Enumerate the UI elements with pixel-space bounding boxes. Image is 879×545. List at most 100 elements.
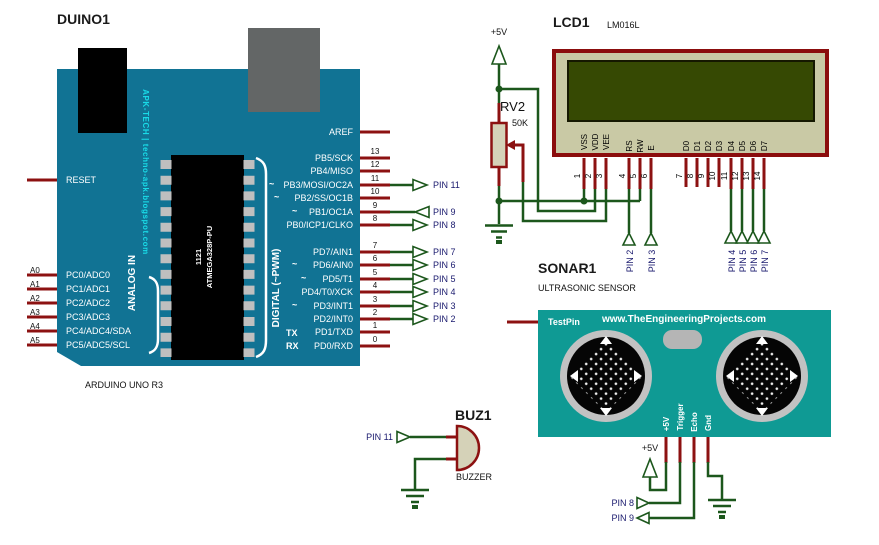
lcd-pin-rw: RW — [635, 139, 645, 153]
pin-label-pb4: PB4/MISO — [310, 166, 353, 176]
lcd-num-13: 13 — [741, 171, 751, 181]
sonar-terminal-pin8[interactable]: PIN 8 — [611, 498, 634, 508]
pin-label-pb1: PB1/OC1A — [308, 207, 353, 217]
lcd-part-label: LM016L — [607, 20, 640, 30]
lcd-pin-vee: VEE — [601, 134, 611, 151]
lcd-pin-d7: D7 — [759, 140, 769, 152]
terminal-pin2[interactable]: PIN 2 — [433, 314, 456, 324]
pin-ext-a0: A0 — [30, 266, 40, 275]
arduino-terminal-arrows[interactable] — [390, 178, 430, 326]
pin-label-pc1: PC1/ADC1 — [66, 284, 111, 294]
pin-num-3: 3 — [372, 295, 378, 304]
lcd-num-5: 5 — [628, 173, 638, 179]
pin-label-pd4: PD4/T0/XCK — [301, 287, 353, 297]
pin-label-pd1: PD1/TXD — [314, 327, 353, 337]
lcd-pin-d5: D5 — [737, 140, 747, 152]
buzzer-symbol[interactable] — [396, 424, 481, 509]
rx-label: RX — [286, 341, 299, 351]
analog-group-label: ANALOG IN — [126, 254, 138, 312]
terminal-pin9[interactable]: PIN 9 — [433, 207, 456, 217]
lcd-pin-d6: D6 — [748, 140, 758, 152]
terminal-pin5[interactable]: PIN 5 — [433, 274, 456, 284]
terminal-pin3[interactable]: PIN 3 — [433, 301, 456, 311]
lcd-terminal-pin4[interactable]: PIN 4 — [727, 249, 737, 273]
pin-label-pd2: PD2/INT0 — [313, 314, 353, 324]
buzzer-terminal-pin11[interactable]: PIN 11 — [366, 432, 393, 442]
pin-label-pd3: PD3/INT1 — [313, 301, 353, 311]
pin-num-0: 0 — [372, 335, 378, 344]
lcd-terminal-pin5[interactable]: PIN 5 — [738, 249, 748, 273]
arduino-left-pin-stubs[interactable] — [27, 178, 57, 347]
pin-num-4: 4 — [372, 281, 378, 290]
pin-num-9: 9 — [372, 201, 378, 210]
sonar-terminal-pin9[interactable]: PIN 9 — [611, 513, 634, 523]
pin-label-pb3: PB3/MOSI/OC2A — [283, 180, 353, 190]
pin-label-pc0: PC0/ADC0 — [66, 270, 111, 280]
pin-num-1: 1 — [372, 321, 378, 330]
lcd-num-11: 11 — [719, 171, 729, 181]
pin-ext-a4: A4 — [30, 322, 40, 331]
lcd-pin-d2: D2 — [703, 140, 713, 152]
lcd-num-14: 14 — [752, 171, 762, 181]
lcd-num-3: 3 — [594, 173, 604, 179]
terminal-pin6[interactable]: PIN 6 — [433, 260, 456, 270]
pin-num-7: 7 — [372, 241, 378, 250]
lcd-pin-wiring[interactable] — [582, 158, 772, 246]
pin-num-11: 11 — [370, 174, 380, 183]
lcd-num-7: 7 — [674, 173, 684, 179]
power-and-pot-wiring[interactable] — [485, 43, 640, 244]
lcd-num-8: 8 — [685, 173, 695, 179]
pin-label-pd6: PD6/AIN0 — [312, 260, 353, 270]
pin-label-pb5: PB5/SCK — [314, 153, 353, 163]
pin-label-pd5: PD5/T1 — [322, 274, 353, 284]
pin-label-pd7: PD7/AIN1 — [312, 247, 353, 257]
terminal-pin4[interactable]: PIN 4 — [433, 287, 456, 297]
pin-label-pb0: PB0/ICP1/CLKO — [286, 220, 353, 230]
transducer-chevrons — [570, 336, 798, 416]
sonar-website-label: www.TheEngineeringProjects.com — [601, 314, 767, 325]
sonar-pin-5v: +5V — [661, 416, 671, 432]
lcd-num-12: 12 — [730, 171, 740, 181]
terminal-pin7[interactable]: PIN 7 — [433, 247, 456, 257]
lcd-terminal-pin7[interactable]: PIN 7 — [760, 249, 770, 273]
lcd-num-6: 6 — [639, 173, 649, 179]
atmega-chip[interactable] — [171, 155, 244, 360]
sonar-pin-echo: Echo — [689, 412, 699, 432]
pwm-tilde-3: ~ — [292, 300, 298, 310]
pin-ext-a5: A5 — [30, 336, 40, 345]
lcd-pin-rs: RS — [624, 140, 634, 152]
lcd-terminal-pin3[interactable]: PIN 3 — [647, 249, 657, 273]
terminal-pin8[interactable]: PIN 8 — [433, 220, 456, 230]
sonar-part-label: ULTRASONIC SENSOR — [538, 283, 636, 293]
sonar-wiring[interactable] — [507, 320, 736, 525]
group-braces — [148, 156, 268, 359]
pin-ext-a1: A1 — [30, 280, 40, 289]
pin-label-pc2: PC2/ADC2 — [66, 298, 111, 308]
arduino-ref-label: DUINO1 — [57, 11, 110, 27]
lcd-num-9: 9 — [696, 173, 706, 179]
aref-pin-label: AREF — [328, 127, 353, 137]
pin-num-2: 2 — [372, 308, 378, 317]
lcd-terminal-pin6[interactable]: PIN 6 — [749, 249, 759, 273]
sonar-pin-gnd: Gnd — [703, 415, 713, 431]
lcd-num-10: 10 — [707, 171, 717, 181]
lcd-terminal-pin2[interactable]: PIN 2 — [625, 249, 635, 273]
arduino-board-name: ARDUINO UNO R3 — [85, 380, 164, 390]
lcd-num-4: 4 — [617, 173, 627, 179]
usb-connector — [248, 28, 320, 112]
chip-marking-line1: 1121 — [194, 248, 203, 266]
sonar-crystal — [663, 330, 702, 349]
arduino-right-pin-stubs[interactable] — [360, 130, 390, 348]
pin-ext-a3: A3 — [30, 308, 40, 317]
sonar-supply-5v-label: +5V — [641, 443, 659, 453]
lcd-num-1: 1 — [572, 173, 582, 179]
chip-marking-line2: ATMEGA328P-PU — [205, 225, 214, 289]
pin-label-pc4: PC4/ADC4/SDA — [66, 326, 132, 336]
terminal-pin11[interactable]: PIN 11 — [433, 180, 460, 190]
pin-num-8: 8 — [372, 214, 378, 223]
lcd-pin-e: E — [646, 145, 656, 151]
pwm-tilde-9: ~ — [292, 206, 298, 216]
pin-label-pc3: PC3/ADC3 — [66, 312, 111, 322]
